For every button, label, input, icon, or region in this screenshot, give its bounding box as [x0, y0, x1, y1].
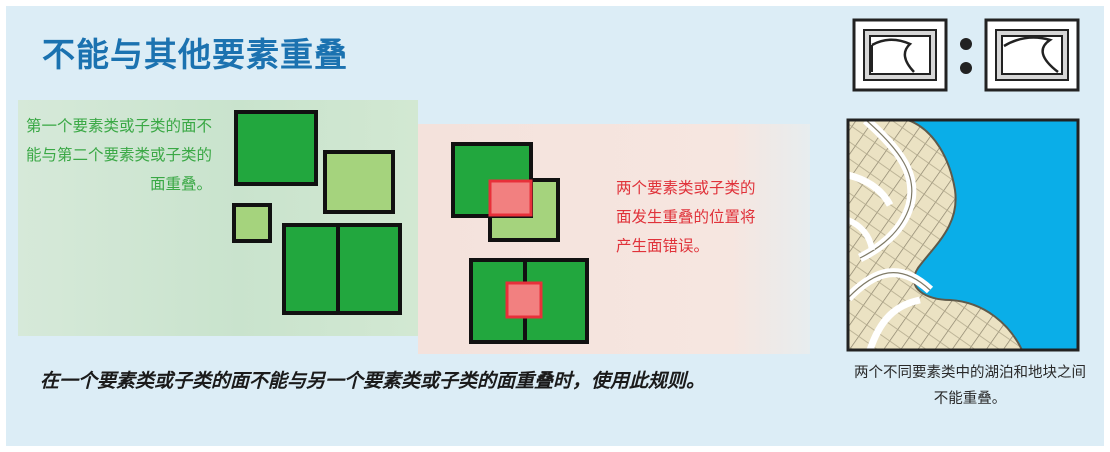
rule-usage-caption: 在一个要素类或子类的面不能与另一个要素类或子类的面重叠时，使用此规则。 — [40, 370, 706, 392]
lake-parcel-map — [846, 118, 1080, 352]
valid-polygon-light-1 — [323, 150, 395, 214]
rule-symbol-icon — [852, 18, 1080, 92]
valid-description: 第一个要素类或子类的面不能与第二个要素类或子类的面重叠。 — [25, 117, 212, 193]
error-description: 两个要素类或子类的面发生重叠的位置将产生面错误。 — [616, 179, 756, 255]
error-polygons — [451, 142, 589, 344]
valid-polygon-light-small — [232, 203, 272, 243]
valid-polygons — [232, 110, 402, 315]
map-caption: 两个不同要素类中的湖泊和地块之间不能重叠。 — [854, 365, 1086, 407]
valid-polygon-dark-1 — [234, 110, 318, 186]
rule-title: 不能与其他要素重叠 — [42, 35, 348, 74]
valid-polygon-dark-left — [282, 223, 340, 315]
overlap-error-2 — [505, 281, 543, 319]
valid-polygon-dark-right — [336, 223, 402, 315]
overlap-error-1 — [488, 179, 533, 217]
